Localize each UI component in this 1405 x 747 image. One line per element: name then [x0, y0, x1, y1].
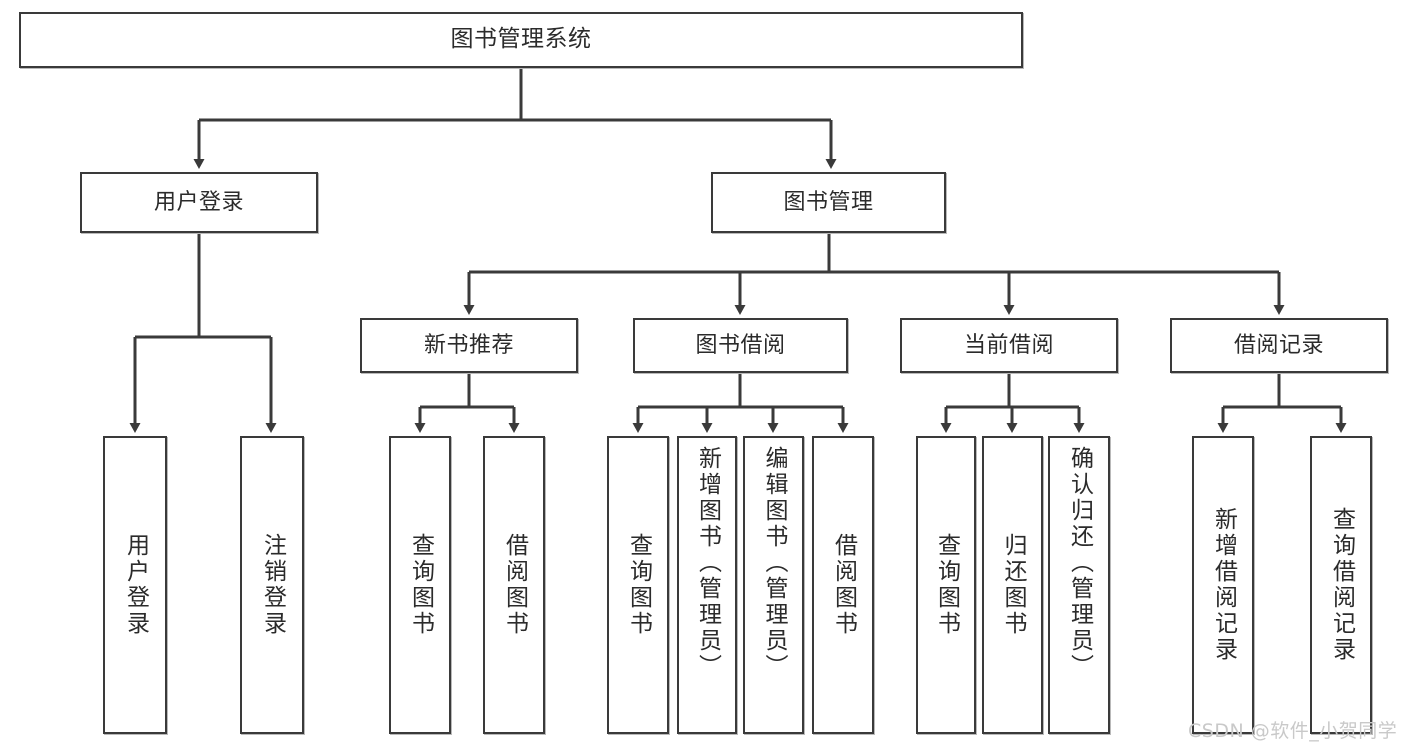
leaf-edit-book-admin[interactable]: 编辑图书（管理员） — [743, 436, 804, 734]
leaf-add-book-admin[interactable]: 新增图书（管理员） — [677, 436, 737, 734]
node-label: 用户登录 — [122, 533, 149, 637]
leaf-return-book[interactable]: 归还图书 — [982, 436, 1043, 734]
node-label: 借阅图书 — [830, 533, 857, 637]
leaf-query-book-current[interactable]: 查询图书 — [916, 436, 976, 734]
node-label: 归还图书 — [1000, 533, 1026, 637]
node-label: 借阅图书 — [501, 533, 528, 637]
node-root[interactable]: 图书管理系统 — [19, 12, 1023, 68]
leaf-query-book-recommend[interactable]: 查询图书 — [389, 436, 451, 734]
leaf-query-book-borrow[interactable]: 查询图书 — [607, 436, 669, 734]
leaf-query-borrow-record[interactable]: 查询借阅记录 — [1310, 436, 1372, 734]
node-label: 查询借阅记录 — [1328, 507, 1355, 663]
node-label: 查询图书 — [625, 533, 652, 637]
node-label: 注销登录 — [259, 533, 286, 637]
node-label: 确认归还（管理员） — [1066, 446, 1093, 680]
node-user-login[interactable]: 用户登录 — [80, 172, 318, 233]
node-new-book-rec[interactable]: 新书推荐 — [360, 318, 578, 373]
node-label: 图书借阅 — [695, 332, 786, 358]
node-label: 借阅记录 — [1233, 332, 1324, 358]
leaf-borrow-book-recommend[interactable]: 借阅图书 — [483, 436, 545, 734]
node-current-borrow[interactable]: 当前借阅 — [900, 318, 1118, 373]
csdn-watermark: CSDN @软件_小贺同学 — [1188, 720, 1398, 742]
leaf-borrow-book[interactable]: 借阅图书 — [812, 436, 874, 734]
node-label: 编辑图书（管理员） — [761, 446, 787, 680]
node-label: 新增图书（管理员） — [694, 446, 721, 680]
node-label: 图书管理系统 — [450, 26, 592, 53]
leaf-user-login[interactable]: 用户登录 — [103, 436, 167, 734]
node-borrow-record[interactable]: 借阅记录 — [1170, 318, 1388, 373]
node-label: 新增借阅记录 — [1210, 507, 1237, 663]
leaf-user-logout[interactable]: 注销登录 — [240, 436, 304, 734]
leaf-add-borrow-record[interactable]: 新增借阅记录 — [1192, 436, 1254, 734]
node-label: 查询图书 — [407, 533, 434, 637]
node-book-manage[interactable]: 图书管理 — [711, 172, 946, 233]
leaf-confirm-return-admin[interactable]: 确认归还（管理员） — [1048, 436, 1110, 734]
node-label: 查询图书 — [933, 533, 960, 637]
node-label: 图书管理 — [783, 189, 874, 215]
node-label: 新书推荐 — [423, 332, 514, 358]
node-label: 当前借阅 — [963, 332, 1054, 358]
node-book-borrow[interactable]: 图书借阅 — [633, 318, 848, 373]
node-label: 用户登录 — [153, 189, 244, 215]
